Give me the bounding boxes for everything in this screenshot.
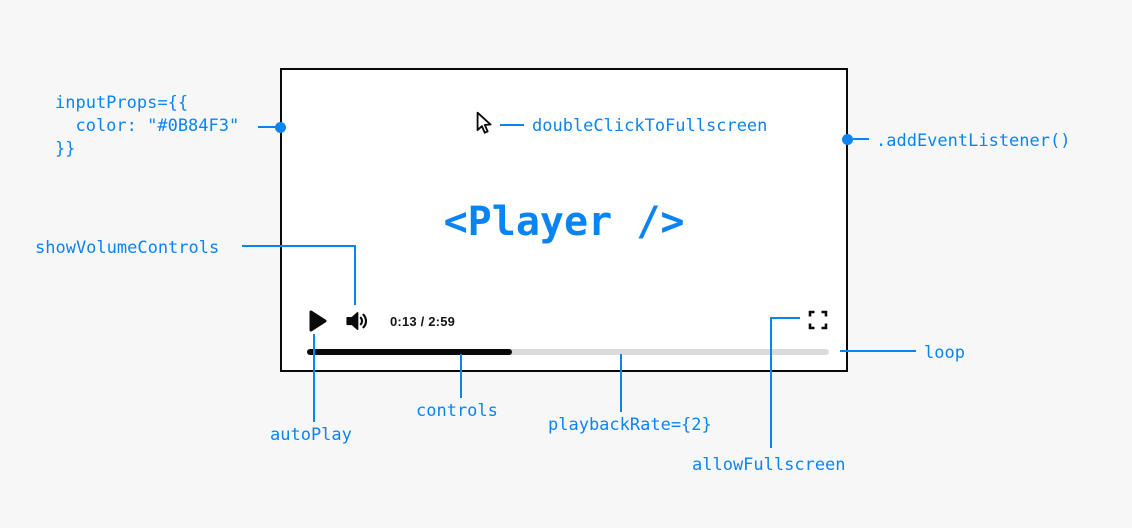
label-auto-play: autoPlay — [270, 425, 352, 445]
fullscreen-icon[interactable] — [808, 310, 828, 330]
connector-loop — [840, 350, 916, 352]
anchor-dot-right — [842, 134, 853, 145]
anchor-dot-left — [275, 122, 286, 133]
label-allow-fullscreen: allowFullscreen — [692, 455, 846, 475]
label-double-click-to-fullscreen: doubleClickToFullscreen — [532, 116, 768, 136]
connector-auto-play — [313, 334, 315, 422]
label-add-event-listener: .addEventListener() — [876, 131, 1071, 151]
time-display: 0:13 / 2:59 — [390, 314, 456, 329]
label-loop: loop — [924, 343, 965, 363]
player-frame: <Player /> 0:13 / 2:59 — [280, 68, 848, 372]
label-show-volume-controls: showVolumeControls — [35, 238, 220, 258]
connector-show-volume-controls-v — [354, 245, 356, 305]
cursor-icon — [476, 111, 492, 134]
label-input-props: inputProps={{ color: "#0B84F3" }} — [55, 93, 240, 159]
connector-add-event-listener — [853, 138, 869, 140]
volume-icon[interactable] — [344, 308, 370, 334]
progress-bar[interactable] — [307, 349, 829, 355]
connector-allow-fullscreen-v — [770, 317, 772, 448]
player-title: <Player /> — [443, 199, 685, 245]
label-playback-rate: playbackRate={2} — [548, 415, 712, 435]
connector-double-click — [500, 124, 524, 126]
connector-playback-rate — [620, 354, 622, 412]
connector-controls — [460, 354, 462, 398]
play-button-icon[interactable] — [309, 310, 327, 332]
label-controls: controls — [416, 401, 498, 421]
connector-show-volume-controls-h — [242, 245, 356, 247]
connector-allow-fullscreen-h — [770, 317, 800, 319]
connector-input-props — [258, 126, 276, 128]
progress-bar-played — [307, 349, 512, 355]
